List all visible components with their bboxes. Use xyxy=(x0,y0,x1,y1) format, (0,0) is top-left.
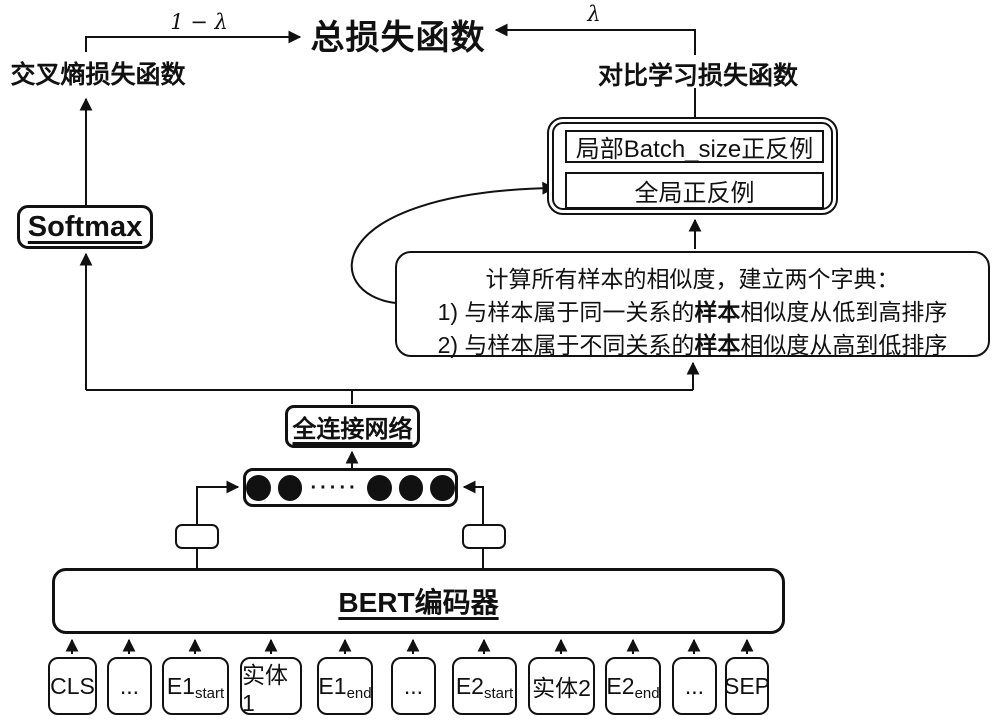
token-ellipsis-1: ... xyxy=(107,657,152,715)
token-entity2: 实体2 xyxy=(528,657,595,715)
softmax-label: Softmax xyxy=(27,210,143,243)
entity2-pool-box xyxy=(462,524,506,549)
pos-neg-pairs-inner-border: 局部Batch_size正反例 全局正反例 xyxy=(552,122,833,210)
token-cls: CLS xyxy=(48,657,97,715)
dictionary-item-1: 1) 与样本属于同一关系的样本相似度从低到高排序 xyxy=(437,299,948,325)
local-batch-pairs-box: 局部Batch_size正反例 xyxy=(565,130,824,163)
token-sep: SEP xyxy=(724,657,770,715)
embedding-dot xyxy=(398,474,424,501)
embedding-dot xyxy=(430,474,455,501)
token-ellipsis-2: ... xyxy=(391,657,436,715)
pos-neg-pairs-box: 局部Batch_size正反例 全局正反例 xyxy=(547,117,838,215)
dictionary-item-2: 2) 与样本属于不同关系的样本相似度从高到低排序 xyxy=(437,332,948,358)
cross-entropy-loss-label: 交叉熵损失函数 xyxy=(10,61,186,89)
softmax-box: Softmax xyxy=(17,205,153,249)
contrastive-loss-label: 对比学习损失函数 xyxy=(597,62,798,90)
bert-encoder-box: BERT编码器 xyxy=(52,568,785,634)
similarity-dictionary-box: 计算所有样本的相似度，建立两个字典： 1) 与样本属于同一关系的样本相似度从低到… xyxy=(395,251,990,358)
weight-one-minus-lambda-label: 1 − λ xyxy=(170,10,228,34)
fully-connected-box: 全连接网络 xyxy=(285,405,420,448)
fully-connected-label: 全连接网络 xyxy=(292,416,413,443)
embedding-vector-box: ····· xyxy=(243,468,458,507)
total-loss-label: 总损失函数 xyxy=(310,18,486,57)
token-entity1: 实体1 xyxy=(240,657,302,716)
weight-lambda-label: λ xyxy=(587,2,601,26)
bert-encoder-label: BERT编码器 xyxy=(338,587,499,618)
dictionary-title: 计算所有样本的相似度，建立两个字典： xyxy=(485,266,900,292)
global-pairs-box: 全局正反例 xyxy=(565,172,824,209)
embedding-dot xyxy=(366,474,392,501)
entity1-pool-box xyxy=(175,524,219,549)
token-ellipsis-3: ... xyxy=(672,657,717,715)
embedding-dot xyxy=(246,474,271,501)
embedding-ellipsis: ····· xyxy=(310,476,359,499)
embedding-dot xyxy=(277,474,303,501)
